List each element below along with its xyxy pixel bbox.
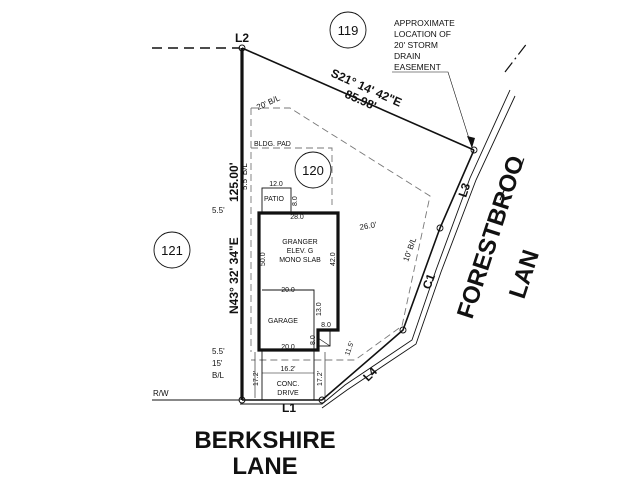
house-left-depth: 50.0 — [260, 252, 267, 266]
front-offset-a: 5.5' — [212, 347, 225, 356]
stoop-outline — [317, 329, 331, 347]
drive-outline — [261, 349, 315, 401]
street-east-line-2: LAN — [504, 247, 545, 302]
house-east-offset: 26.0' — [359, 220, 378, 232]
house-west-offset: 5.5' — [212, 206, 225, 215]
street-south-line-1: BERKSHIRE — [194, 427, 335, 454]
garage-jog-depth: 8.0 — [310, 335, 317, 345]
west-line-distance: 125.00' — [227, 162, 241, 202]
house-name-line-1: GRANGER — [282, 239, 317, 246]
patio-label: PATIO — [264, 196, 285, 203]
drive-left-length: 17.2' — [253, 371, 260, 386]
street-south-line-2: LANE — [232, 453, 297, 480]
note-leader — [392, 71, 473, 149]
drive-width: 16.2' — [281, 366, 296, 373]
forestbrook-centerline-b — [499, 187, 506, 201]
house-name-line-3: MONO SLAB — [279, 257, 321, 264]
west-line-bearing: N43° 32' 34"E — [227, 237, 241, 314]
note-line-5: EASEMENT — [394, 62, 441, 72]
garage-outline — [262, 289, 315, 350]
stoop-hatch — [317, 337, 331, 347]
house-footprint — [257, 187, 340, 352]
garage-depth: 13.0 — [316, 302, 323, 316]
building-pad-label: BLDG. PAD — [254, 141, 291, 148]
lot-121-circle — [153, 231, 191, 269]
lot-line-north — [241, 47, 475, 151]
west-setback-label: 5.5' B/L — [240, 163, 249, 190]
house-right-depth: 42.0 — [330, 252, 337, 266]
drive-label-line-1: CONC. — [277, 381, 300, 388]
setback-outline — [250, 107, 431, 361]
corner-offset: 11.5' — [344, 341, 356, 357]
course-l2: L2 — [235, 31, 249, 45]
patio-depth: 8.0 — [292, 196, 299, 206]
row-label: R/W — [153, 389, 169, 398]
front-offset-c: B/L — [212, 371, 225, 380]
rear-setback-label: 20' B/L — [255, 93, 282, 111]
note-leader-arrow — [467, 136, 475, 148]
note-line-3: 20' STORM — [394, 40, 438, 50]
patio-width: 12.0 — [269, 181, 283, 188]
note-line-4: DRAIN — [394, 51, 420, 61]
front-offset-b: 15' — [212, 359, 223, 368]
storm-drain-note: APPROXIMATE LOCATION OF 20' STORM DRAIN … — [394, 18, 455, 72]
corner-marker-se — [318, 396, 326, 404]
right-of-way-lines — [152, 41, 529, 409]
building-setback-lines — [250, 107, 431, 361]
note-line-2: LOCATION OF — [394, 29, 451, 39]
lot-120-circle — [294, 151, 332, 189]
garage-width: 20.0 — [281, 287, 295, 294]
corner-marker-ne — [470, 146, 478, 154]
course-c1: C1 — [420, 272, 439, 292]
curve-marker-end — [399, 326, 407, 334]
garage-jog: 8.0 — [321, 322, 331, 329]
concrete-drive — [254, 349, 326, 401]
garage-label: GARAGE — [268, 318, 298, 325]
course-l4: L4 — [360, 364, 380, 384]
drive-right-length: 17.2' — [317, 371, 324, 386]
lot-line-east — [321, 149, 475, 401]
corner-marker-sw — [238, 396, 246, 404]
lot-119-circle — [329, 11, 367, 49]
house-width: 28.0 — [290, 214, 304, 221]
row-line-corner-outer — [321, 95, 516, 409]
lot-121-number: 121 — [161, 243, 183, 258]
garage-front-width: 20.0 — [281, 344, 295, 351]
row-line-corner — [240, 89, 511, 405]
forestbrook-centerline-a — [519, 154, 526, 171]
east-setback-label: 10' B/L — [401, 236, 418, 263]
lot-119-number: 119 — [338, 23, 359, 38]
house-name-line-2: ELEV. G — [287, 248, 314, 255]
lot-120-number: 120 — [302, 163, 324, 178]
forestbrook-centerline-c — [504, 41, 529, 73]
curve-marker — [436, 224, 444, 232]
note-line-1: APPROXIMATE — [394, 18, 455, 28]
house-outline — [257, 211, 340, 352]
building-pad-outline — [251, 147, 333, 205]
corner-marker-nw — [238, 44, 246, 52]
patio-outline — [261, 187, 292, 214]
course-l1: L1 — [282, 401, 296, 415]
course-l3: L3 — [456, 181, 474, 199]
drive-label-line-2: DRIVE — [277, 390, 299, 397]
